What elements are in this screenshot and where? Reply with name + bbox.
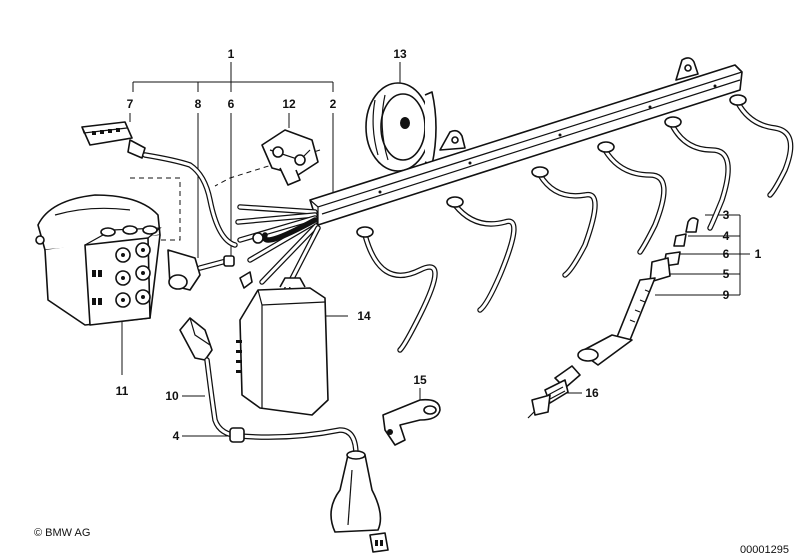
callout-7: 7 [127, 97, 134, 111]
ignition-lead-rail [309, 57, 743, 226]
callout-14: 14 [357, 309, 371, 323]
callout-2: 2 [330, 97, 337, 111]
part-10-coil-lead [179, 317, 359, 458]
callout-8: 8 [195, 97, 202, 111]
callout-1-top: 1 [228, 47, 235, 61]
part-15-bracket [382, 398, 441, 446]
copyright-text: © BMW AG [34, 527, 90, 539]
callout-4-right: 4 [723, 229, 730, 243]
spark-plug-leads [356, 94, 794, 353]
callout-10: 10 [165, 389, 179, 403]
part-12-terminal-block [261, 129, 319, 186]
callout-6-right: 6 [723, 247, 730, 261]
leader-lines [121, 62, 750, 437]
callout-12: 12 [282, 97, 296, 111]
callout-6: 6 [228, 97, 235, 111]
callout-4-lower: 4 [173, 429, 180, 443]
callout-1-right: 1 [755, 247, 762, 261]
callout-labels: 1 13 7 8 6 12 2 3 4 6 5 9 1 14 11 10 4 1… [116, 47, 762, 443]
callout-15: 15 [413, 373, 427, 387]
coil-boot [330, 450, 389, 553]
part-14-suppressor-box [236, 277, 329, 416]
callout-16: 16 [585, 386, 599, 400]
part-11-distributor-cap [35, 194, 162, 326]
callout-3-right: 3 [723, 208, 730, 222]
part-16-spark-plug [527, 365, 581, 419]
drawing-number: 00001295 [740, 544, 789, 556]
part-8-6-connectors [167, 232, 264, 291]
part-13-rubber-ring [365, 82, 437, 172]
callout-13: 13 [393, 47, 407, 61]
callout-11: 11 [116, 384, 129, 398]
callout-5-right: 5 [723, 267, 730, 281]
spark-plug-connector-assembly [577, 217, 699, 366]
part-7-connector [81, 121, 238, 248]
callout-9-right: 9 [723, 288, 730, 302]
